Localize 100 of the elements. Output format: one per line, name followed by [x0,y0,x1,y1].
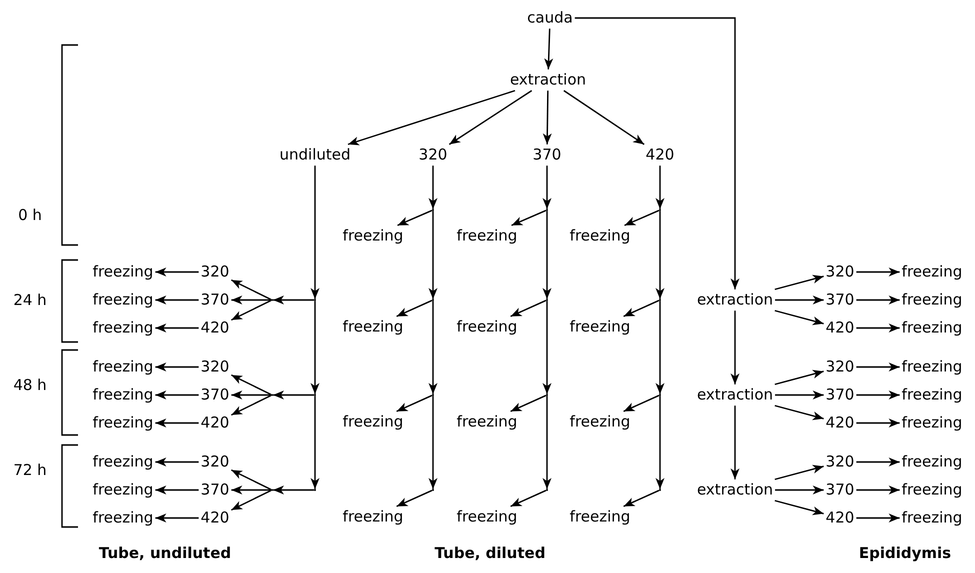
arrow [231,486,271,494]
step-label: freezing [342,227,404,245]
arrow [155,486,199,494]
column-title: Tube, diluted [434,544,546,562]
value-label: 420 [200,319,230,337]
arrow [623,300,660,318]
time-label: 0 h [18,206,42,224]
step-label: cauda [527,9,573,27]
value-label: 370 [200,291,230,309]
arrow [656,396,664,489]
step-label: freezing [92,509,154,527]
arrow [310,166,320,299]
step-label: freezing [92,291,154,309]
arrow [542,396,552,489]
arrow [623,394,660,412]
arrow [231,374,272,396]
step-label: freezing [570,318,630,336]
step-label: freezing [902,319,962,337]
arrow [231,279,272,300]
arrow [273,390,314,400]
step-label: freezing [902,453,962,471]
step-label: freezing [456,227,518,245]
arrow [774,310,824,326]
arrow [397,210,432,226]
arrow [856,514,900,522]
arrow [774,500,824,516]
value-label: 320 [200,263,230,281]
step-label: freezing [92,358,154,376]
arrow [231,300,272,321]
step-label: freezing [902,291,962,309]
arrow [155,418,199,428]
value-label: 420 [200,414,230,432]
step-label: freezing [92,453,154,471]
arrow [231,296,271,304]
arrow [656,166,664,209]
step-label: freezing [902,509,962,527]
arrow [448,90,532,145]
arrow [155,296,199,304]
column-title: Epididymis [858,544,952,562]
arrow [155,268,199,276]
arrow [428,166,438,209]
arrow [856,362,900,372]
step-label: freezing [342,508,404,526]
step-label: undiluted [280,146,350,164]
arrow [155,514,199,522]
value-label: 320 [200,453,230,471]
value-label: 420 [646,146,674,164]
arrow [542,211,552,299]
column-title: Tube, undiluted [98,544,232,562]
arrow [396,394,432,412]
step-label: extraction [696,386,774,404]
arrow [396,300,432,318]
arrow [774,370,824,386]
value-label: 420 [826,319,854,337]
value-label: 420 [826,414,854,432]
step-label: freezing [902,386,962,404]
value-label: 370 [826,291,854,309]
time-label: 24 h [13,291,47,309]
arrow [656,301,664,394]
step-label: freezing [342,318,404,336]
step-label: freezing [902,481,962,499]
arrow [856,268,900,276]
value-label: 370 [826,386,854,404]
step-label: freezing [570,508,630,526]
arrow [510,490,546,508]
step-label: freezing [902,414,962,432]
step-label: freezing [902,263,962,281]
arrow [544,28,554,70]
arrow [856,324,900,332]
arrow [542,301,552,394]
step-label: freezing [92,386,154,404]
value-label: 320 [826,453,854,471]
arrow [856,390,900,400]
step-label: freezing [902,358,962,376]
time-label: 48 h [13,376,47,394]
arrow [155,324,199,332]
arrow [775,296,824,304]
arrow [510,394,546,412]
step-label: freezing [570,227,630,245]
arrow [542,166,552,209]
value-label: 420 [200,509,230,527]
step-label: extraction [696,481,774,499]
arrow [155,362,199,372]
arrow [542,90,552,144]
step-label: freezing [92,263,154,281]
arrow [273,486,314,494]
arrow [231,490,272,511]
arrow [856,418,900,428]
value-label: 320 [418,146,448,164]
arrow [273,296,314,304]
step-label: freezing [92,414,154,432]
arrow [730,310,740,384]
value-label: 370 [200,386,230,404]
arrow [856,486,900,494]
value-label: 370 [200,481,230,499]
arrow [856,458,900,466]
arrow [310,396,320,489]
arrow [231,390,271,400]
arrow [623,490,660,508]
arrow [574,17,740,290]
